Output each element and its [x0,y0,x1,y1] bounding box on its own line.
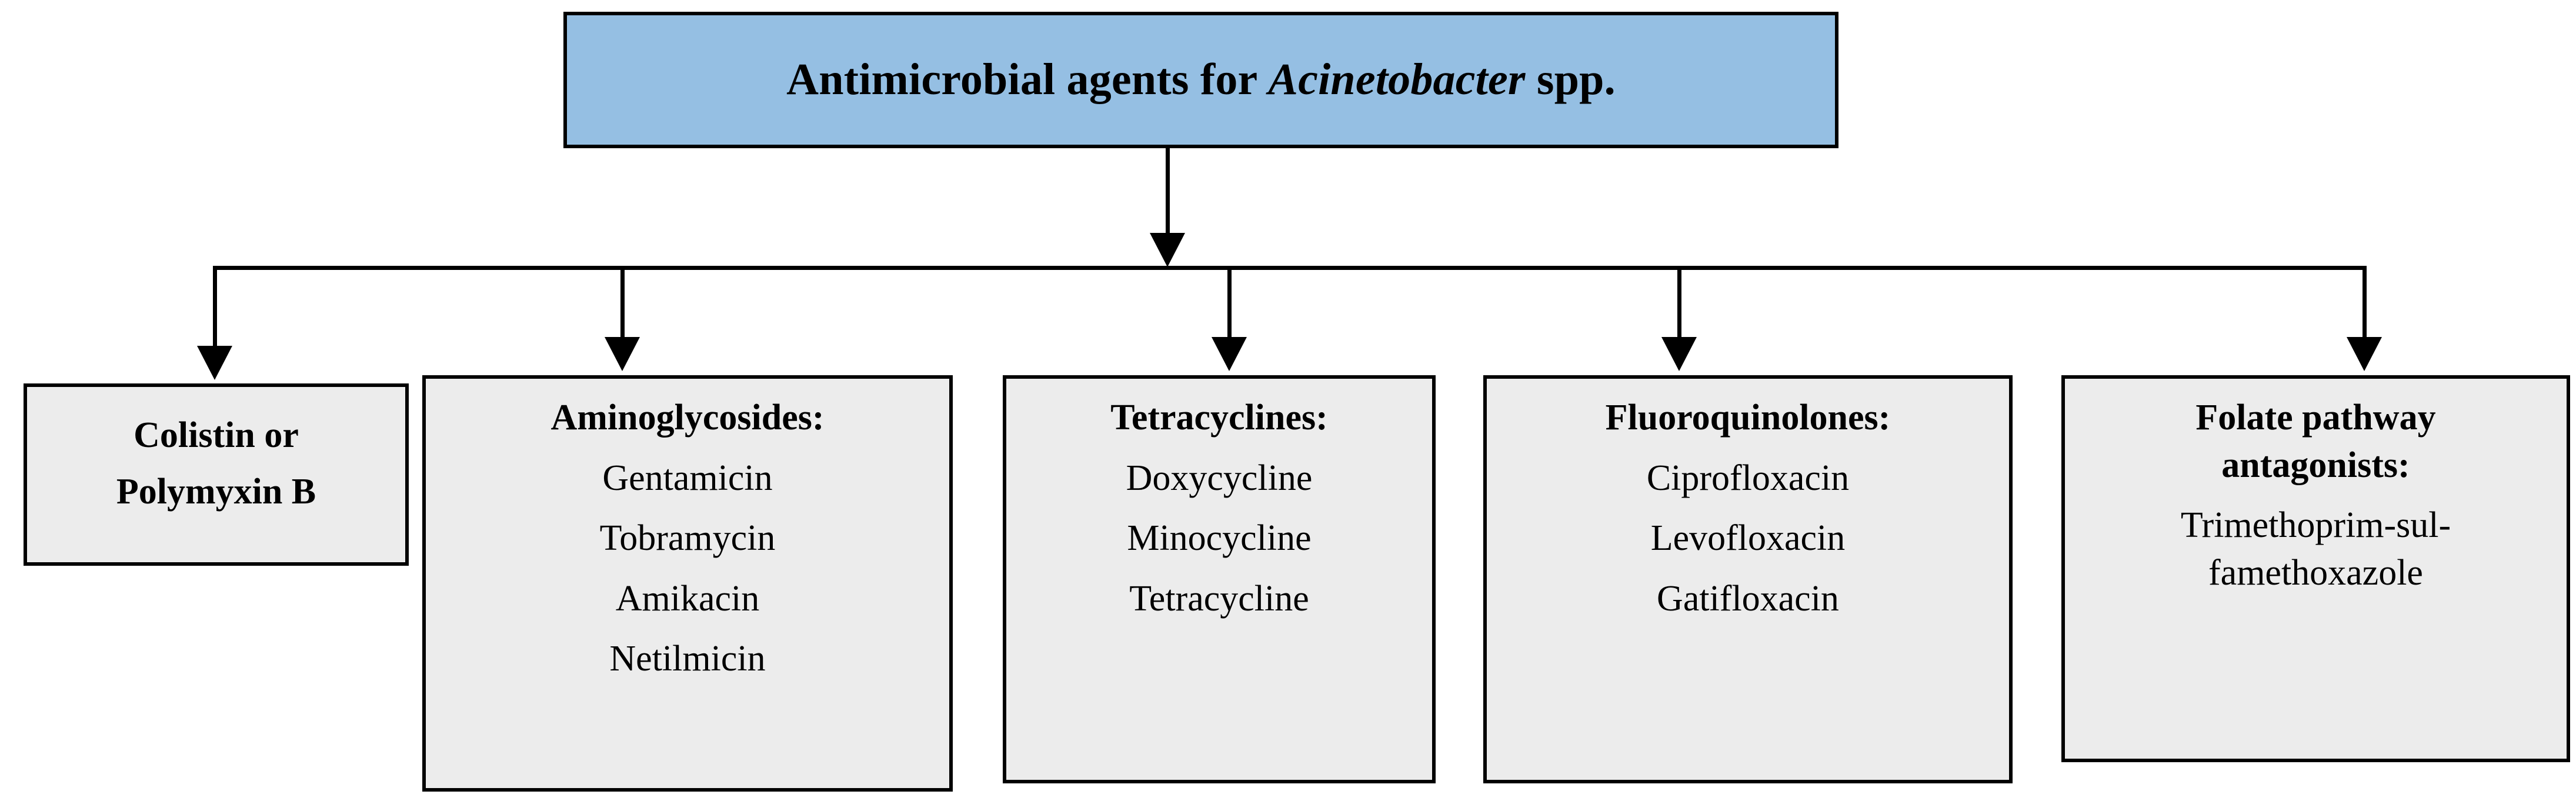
arrowhead-drop-folate-pathway-antagonists [2347,337,2382,371]
category-header-line: Tetracyclines: [1110,398,1328,438]
connector-root-stem [1166,148,1170,236]
category-box-fluoroquinolones: Fluoroquinolones: Ciprofloxacin Levoflox… [1483,375,2013,783]
category-box-folate-pathway-antagonists: Folate pathway antagonists: Trimethoprim… [2061,375,2570,762]
category-item: Doxycycline [1126,458,1313,498]
root-title-suffix: spp. [1525,55,1616,105]
category-item: Tetracycline [1129,578,1309,619]
connector-drop-fluoroquinolones [1677,266,1681,339]
category-item: Netilmicin [609,639,766,679]
category-box-tetracyclines: Tetracyclines: Doxycycline Minocycline T… [1003,375,1436,783]
category-header-line: Polymyxin B [116,472,316,512]
category-header-line: Aminoglycosides: [550,398,825,438]
category-box-aminoglycosides: Aminoglycosides: Gentamicin Tobramycin A… [422,375,953,792]
arrowhead-drop-colistin [197,346,232,380]
arrowhead-root-to-bus [1150,233,1185,267]
category-header-line: antagonists: [2221,445,2410,485]
category-item: Gentamicin [602,458,773,498]
connector-drop-aminoglycosides [620,266,625,339]
root-node-title: Antimicrobial agents for Acinetobacter s… [786,55,1616,105]
category-item: Amikacin [615,578,760,619]
connector-drop-colistin [213,266,217,348]
category-item: Trimethoprim-sul- [2180,505,2451,546]
category-item: Levofloxacin [1650,518,1846,559]
connector-drop-tetracyclines [1227,266,1232,339]
connector-drop-folate-pathway-antagonists [2363,266,2367,339]
category-header-line: Folate pathway [2195,398,2436,438]
category-header-line: Fluoroquinolones: [1605,398,1891,438]
category-item: Gatifloxacin [1657,578,1839,619]
arrowhead-drop-aminoglycosides [605,337,640,371]
category-item: famethoxazole [2208,552,2423,593]
category-item: Tobramycin [599,518,776,559]
arrowhead-drop-fluoroquinolones [1661,337,1697,371]
category-item: Ciprofloxacin [1646,458,1850,498]
category-item: Minocycline [1127,518,1312,559]
root-title-species-italic: Acinetobacter [1268,55,1526,105]
root-node-antimicrobial-agents: Antimicrobial agents for Acinetobacter s… [563,12,1838,148]
arrowhead-drop-tetracyclines [1212,337,1247,371]
connector-horizontal-bus [213,266,2367,270]
category-header-line: Colistin or [134,415,299,455]
root-title-prefix: Antimicrobial agents for [786,55,1269,105]
category-box-colistin: Colistin or Polymyxin B [24,383,409,566]
